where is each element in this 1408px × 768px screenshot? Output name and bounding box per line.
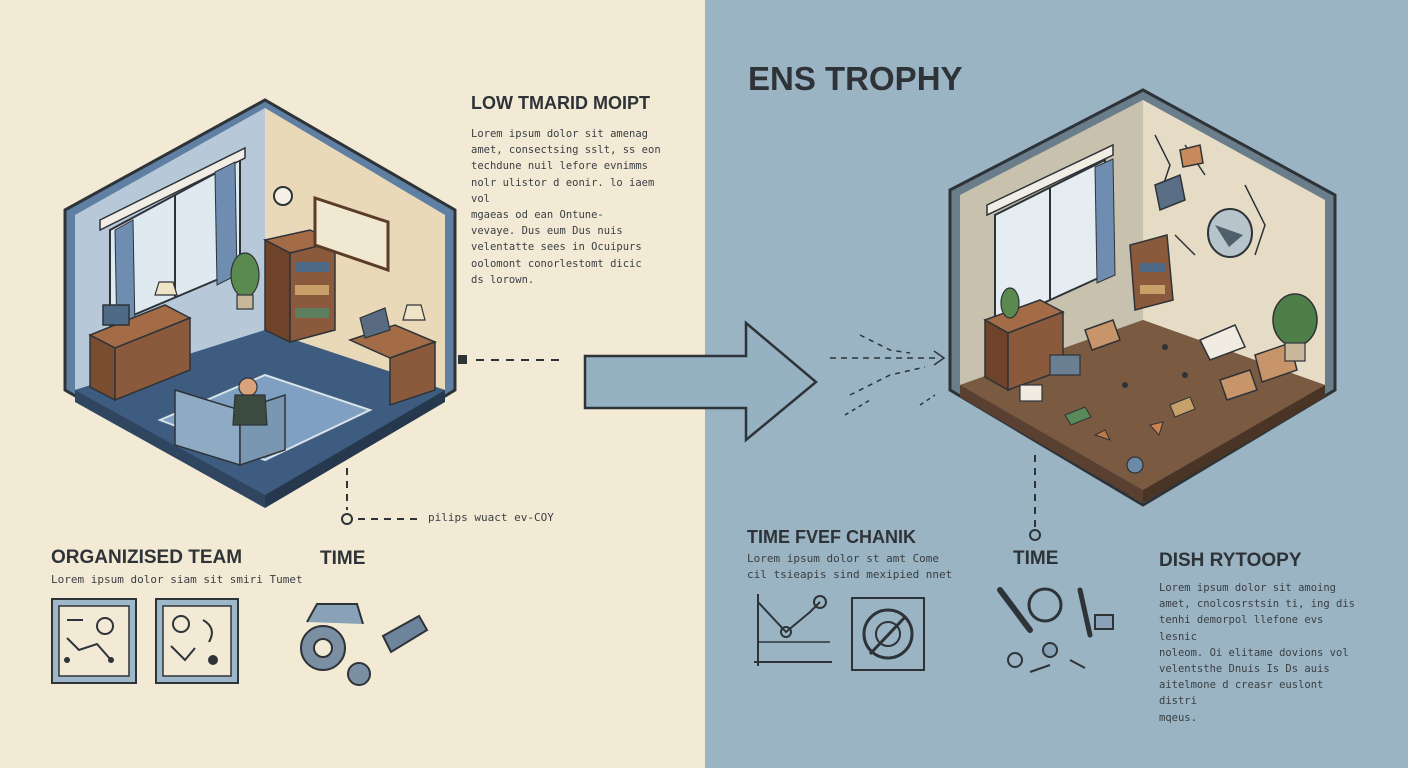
left-connector: [458, 355, 563, 364]
team-subtitle: Lorem ipsum dolor siam sit smiri Tumet: [51, 573, 303, 586]
transition-arrow: [583, 320, 818, 443]
broken-gear-icon: [851, 597, 925, 671]
scattered-tools-icon: [997, 587, 1114, 673]
time-change-title: TIME FVEF CHANIK: [747, 527, 916, 547]
left-time-label: TIME: [320, 548, 366, 569]
strategy-board-icon: [155, 598, 239, 684]
left-paragraph: Lorem ipsum dolor sit amenag amet, conse…: [471, 128, 661, 286]
gear-tools-icon: [300, 603, 429, 686]
entropy-title: ENS TROPHY: [748, 60, 963, 97]
organized-room-illustration: [63, 98, 457, 508]
time-change-subtitle: Lorem ipsum dolor st amt Come cil tsieap…: [747, 552, 953, 582]
chaotic-room-illustration: [948, 88, 1337, 507]
scatter-arrows: [830, 334, 946, 416]
left-heading: LOW TMARID MOIPT: [471, 93, 650, 113]
right-connector: [1029, 455, 1041, 541]
team-title: ORGANIZISED TEAM: [51, 547, 243, 568]
disentropy-paragraph: Lorem ipsum dolor sit amoing amet, cnolc…: [1159, 582, 1355, 724]
trend-graph-icon: [754, 594, 832, 666]
callout-label: pilips wuact ev-COY: [428, 511, 554, 524]
disentropy-title: DISH RYTOOPY: [1159, 550, 1302, 571]
callout-connector: [341, 468, 421, 525]
plan-board-icon: [51, 598, 137, 684]
right-time-label: TIME: [1013, 548, 1059, 569]
